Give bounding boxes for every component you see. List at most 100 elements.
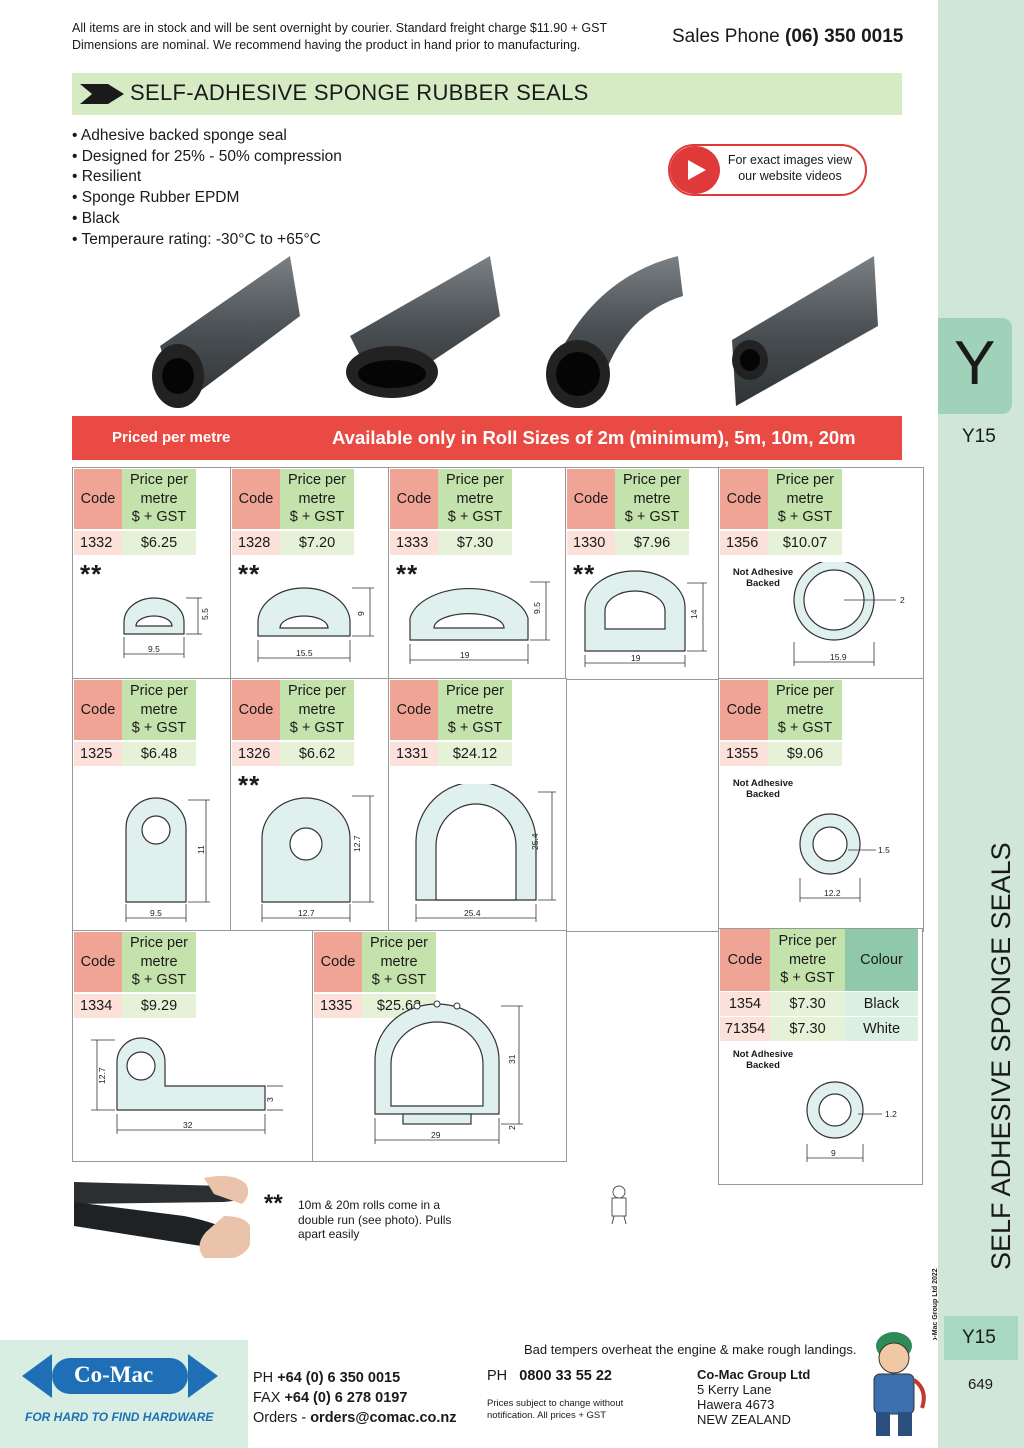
footer-freephone: PH 0800 33 55 22 xyxy=(487,1368,612,1384)
price-header-line: Price per xyxy=(287,683,347,700)
arrow-icon xyxy=(80,84,124,104)
dim-label: 12.7 xyxy=(298,908,315,918)
feature-item: • Resilient xyxy=(72,168,142,186)
code-header: Code xyxy=(74,469,122,529)
code-header: Code xyxy=(567,469,615,529)
dim-label: 19 xyxy=(460,650,470,660)
feature-item: • Temperaure rating: -30°C to +65°C xyxy=(72,230,321,248)
dim-label: 9 xyxy=(831,1148,836,1158)
code-header: Code xyxy=(390,680,438,740)
dim-label: 11 xyxy=(196,845,206,854)
price-header-line: $ + GST xyxy=(447,720,503,737)
colour-cell: Black xyxy=(845,992,918,1016)
not-adhesive-note: Not Adhesive Backed xyxy=(732,567,794,589)
dim-label: 15.5 xyxy=(296,648,313,658)
dim-label: 2 xyxy=(507,1125,517,1130)
price-cell: $7.30 xyxy=(770,1017,845,1041)
play-triangle-icon xyxy=(688,160,706,180)
dim-label: 19 xyxy=(631,653,641,663)
profile-drawing-1355: 12.21.5 xyxy=(799,813,890,902)
price-header-line: Price per xyxy=(778,933,837,950)
price-cell: $6.62 xyxy=(280,742,354,766)
section-banner xyxy=(72,73,902,115)
price-header-line: Price per xyxy=(369,935,429,952)
mascot-small-icon xyxy=(611,1185,627,1225)
code-cell: 1356 xyxy=(720,531,768,555)
company-name: Co-Mac Group Ltd xyxy=(697,1367,811,1382)
price-header-line: $ + GST xyxy=(447,509,503,526)
code-header: Code xyxy=(232,680,280,740)
page-number: 649 xyxy=(968,1376,994,1393)
code-header: Code xyxy=(390,469,438,529)
price-cell: $9.06 xyxy=(768,742,842,766)
sidebar-letter-tab xyxy=(938,318,1012,414)
section-title: SELF-ADHESIVE SPONGE RUBBER SEALS xyxy=(130,80,589,105)
footer-tagline: Bad tempers overheat the engine & make r… xyxy=(524,1342,857,1357)
dim-label: 9.5 xyxy=(148,644,160,654)
price-header-line: Price per xyxy=(622,472,682,489)
phone-label: Sales Phone xyxy=(672,26,780,47)
empty-cell xyxy=(565,678,720,932)
product-photo-3 xyxy=(546,256,683,408)
price-header-line: metre xyxy=(633,490,671,507)
price-header-line: $ + GST xyxy=(777,720,833,737)
footer-phone: PH +64 (0) 6 350 0015 FAX +64 (0) 6 278 … xyxy=(253,1368,457,1428)
dim-label: 29 xyxy=(431,1130,441,1140)
code-cell: 1330 xyxy=(567,531,615,555)
code-header: Code xyxy=(232,469,280,529)
stock-note: All items are in stock and will be sent … xyxy=(72,20,607,54)
phone-number: (06) 350 0015 xyxy=(785,26,904,47)
price-header-line: $ + GST xyxy=(289,509,345,526)
sidebar-code-tab xyxy=(944,1316,1018,1360)
pricing-bar: Priced per metre Available only in Roll … xyxy=(72,416,902,460)
roll-sizes: Available only in Roll Sizes of 2m (mini… xyxy=(332,427,856,448)
price-cell: $7.30 xyxy=(770,992,845,1016)
code-cell: 1355 xyxy=(720,742,768,766)
code-header: Code xyxy=(720,680,768,740)
price-header-line: $ + GST xyxy=(624,509,680,526)
dim-label: 31 xyxy=(507,1054,517,1064)
dim-label: 5.5 xyxy=(200,608,210,620)
price-header-line: metre xyxy=(140,701,178,718)
price-cell: $24.12 xyxy=(438,742,512,766)
code-header: Code xyxy=(74,932,122,992)
logo-text: Co-Mac xyxy=(74,1362,154,1387)
price-cell: $6.25 xyxy=(122,531,196,555)
feature-item: • Designed for 25% - 50% compression xyxy=(72,147,342,165)
profile-drawing-1356: 15.92 xyxy=(793,562,905,666)
code-header: Code xyxy=(720,469,768,529)
price-cell: $10.07 xyxy=(768,531,842,555)
colour-cell: White xyxy=(845,1017,918,1041)
sidebar-letter: Y xyxy=(954,329,996,398)
compression-stars: ** xyxy=(396,559,419,589)
price-header-line: Price per xyxy=(287,472,347,489)
dim-label: 14 xyxy=(689,609,699,619)
comac-logo xyxy=(22,1354,218,1398)
price-header-line: $ + GST xyxy=(289,720,345,737)
double-run-note: 10m & 20m rolls come in a double run (se… xyxy=(298,1198,452,1241)
ph2-label: PH xyxy=(487,1368,508,1384)
orders-email[interactable]: orders@comac.co.nz xyxy=(310,1410,457,1426)
mascot-icon xyxy=(873,1332,926,1436)
dim-label: 12.7 xyxy=(352,835,362,852)
not-adhesive-note: Not Adhesive Backed xyxy=(732,778,794,800)
price-header-line: metre xyxy=(456,701,494,718)
feature-item: • Adhesive backed sponge seal xyxy=(72,127,287,144)
code-cell: 1334 xyxy=(74,994,122,1018)
logo-slogan: FOR HARD TO FIND HARDWARE xyxy=(25,1410,214,1424)
price-header-line: metre xyxy=(140,953,178,970)
price-header-line: Price per xyxy=(129,935,189,952)
address-line: 5 Kerry Lane xyxy=(697,1382,772,1397)
dim-label: 9 xyxy=(356,611,366,616)
profile-drawing-1331: 25.425.4 xyxy=(414,784,556,922)
footer-contact-area xyxy=(248,1340,938,1448)
double-run-stars: ** xyxy=(264,1190,283,1217)
price-header-line: Price per xyxy=(129,472,189,489)
